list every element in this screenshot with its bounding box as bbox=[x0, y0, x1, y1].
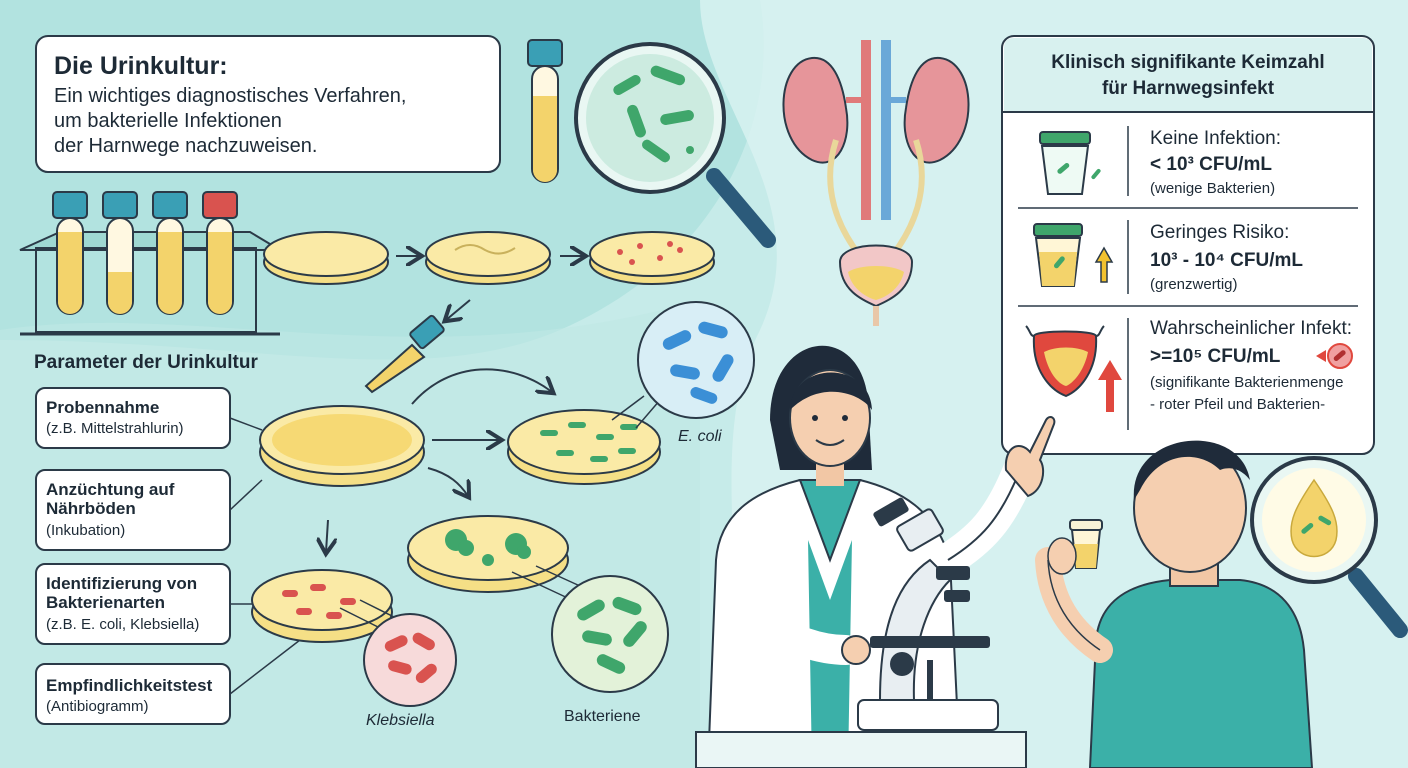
bladder-infection-icon bbox=[1025, 325, 1353, 412]
petri-dish-klebsiella bbox=[251, 569, 393, 643]
intro-title: Die Urinkultur: bbox=[54, 52, 228, 80]
urinary-system-icon bbox=[782, 40, 970, 326]
petri-dish-growth bbox=[425, 231, 551, 285]
klebsiella-zoom-circle bbox=[363, 613, 457, 707]
petri-dish-colonies bbox=[589, 231, 715, 285]
petri-dish-empty bbox=[263, 231, 389, 285]
ecoli-zoom-circle bbox=[637, 301, 755, 419]
tube-1 bbox=[52, 191, 88, 315]
row-1-note: (wenige Bakterien) bbox=[1150, 180, 1276, 197]
urine-cup-clear-icon bbox=[1039, 131, 1101, 195]
param-2-subtitle: (Inkubation) bbox=[46, 522, 126, 539]
zoom-line bbox=[611, 395, 645, 421]
zoom-line bbox=[511, 571, 573, 601]
ecoli-label: E. coli bbox=[678, 428, 722, 445]
row-3-value: >=10⁵ CFU/mL bbox=[1150, 346, 1281, 367]
klebsiella-label: Klebsiella bbox=[366, 712, 435, 729]
row-3-note-1: (signifikante Bakterienmenge bbox=[1150, 374, 1344, 391]
other-bacteria-label: Bakteriene bbox=[564, 708, 641, 725]
flow-arrow bbox=[326, 519, 328, 552]
parameters-heading: Parameter der Urinkultur bbox=[34, 352, 258, 373]
param-1-subtitle: (z.B. Mittelstrahlurin) bbox=[46, 420, 184, 437]
petri-dish-mixed bbox=[407, 515, 569, 593]
keimzahl-title: Klinisch signifikante Keimzahl für Harnw… bbox=[1051, 52, 1325, 99]
intro-line-3: der Harnwege nachzuweisen. bbox=[54, 135, 318, 157]
tube-rack bbox=[19, 191, 284, 336]
param-3-title: Identifizierung von Bakterienarten bbox=[46, 574, 198, 612]
patient-sample-cup-icon bbox=[1047, 519, 1103, 575]
row-1-value: < 10³ CFU/mL bbox=[1150, 154, 1272, 175]
intro-line-1: Ein wichtiges diagnostisches Verfahren, bbox=[54, 85, 407, 107]
param-3-subtitle: (z.B. E. coli, Klebsiella) bbox=[46, 616, 200, 633]
row-1-heading: Keine Infektion: bbox=[1150, 128, 1281, 149]
param-4-subtitle: (Antibiogramm) bbox=[46, 698, 149, 715]
row-2-heading: Geringes Risiko: bbox=[1150, 222, 1290, 243]
magnifier-urine-drop-icon bbox=[1250, 456, 1408, 638]
row-2-note: (grenzwertig) bbox=[1150, 276, 1238, 293]
zoom-line bbox=[359, 599, 397, 619]
tube-4 bbox=[202, 191, 238, 315]
row-3-note-2: - roter Pfeil und Bakterien- bbox=[1150, 396, 1326, 413]
flow-arrow bbox=[427, 467, 468, 496]
flow-arrow bbox=[411, 368, 552, 405]
param-1-title: Probennahme bbox=[46, 398, 160, 417]
parameter-boxes bbox=[35, 387, 301, 725]
lab-bench bbox=[695, 731, 1027, 768]
intro-line-2: um bakterielle Infektionen bbox=[54, 110, 282, 132]
urine-cup-moderate-icon bbox=[1033, 223, 1114, 287]
row-2-value: 10³ - 10⁴ CFU/mL bbox=[1150, 250, 1303, 271]
zoom-line bbox=[535, 565, 581, 587]
tube-2 bbox=[102, 191, 138, 315]
param-4-title: Empfindlichkeitstest bbox=[46, 676, 213, 695]
petri-dish-sample bbox=[259, 405, 425, 487]
microscope-icon bbox=[857, 497, 999, 731]
zoom-line bbox=[635, 399, 661, 429]
flow-arrow bbox=[446, 299, 471, 320]
intro-box bbox=[35, 35, 501, 173]
row-3-heading: Wahrscheinlicher Infekt: bbox=[1150, 318, 1353, 339]
petri-dish-ecoli bbox=[507, 409, 661, 485]
patient-illustration bbox=[1035, 440, 1314, 768]
tube-3 bbox=[152, 191, 188, 315]
param-2-title: Anzüchtung auf Nährböden bbox=[46, 480, 175, 518]
sample-tube-icon bbox=[527, 39, 563, 183]
magnifier-bacteria-icon bbox=[574, 42, 776, 248]
other-bacteria-zoom-circle bbox=[551, 575, 669, 693]
zoom-line bbox=[339, 607, 381, 629]
